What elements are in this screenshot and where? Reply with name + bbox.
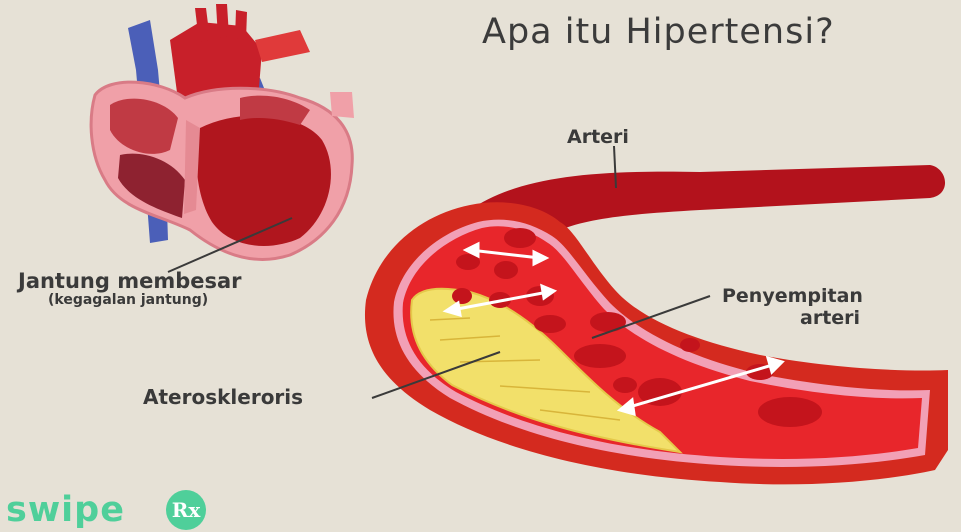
narrowing-label-line2: arteri (800, 307, 860, 329)
heart-illustration (91, 4, 354, 259)
artery-illustration (365, 165, 948, 484)
enlarged-heart-label: Jantung membesar (18, 269, 242, 293)
narrowing-label-line1: Penyempitan (722, 285, 863, 307)
page-title: Apa itu Hipertensi? (482, 12, 835, 52)
brand-logo-text: swipe (6, 490, 125, 530)
atherosclerosis-label: Ateroskleroris (143, 385, 303, 409)
artery-label: Arteri (567, 126, 629, 148)
left-ventricle (196, 116, 331, 246)
enlarged-heart-note: (kegagalan jantung) (48, 292, 208, 308)
rx-badge-icon: Rx (166, 490, 206, 530)
